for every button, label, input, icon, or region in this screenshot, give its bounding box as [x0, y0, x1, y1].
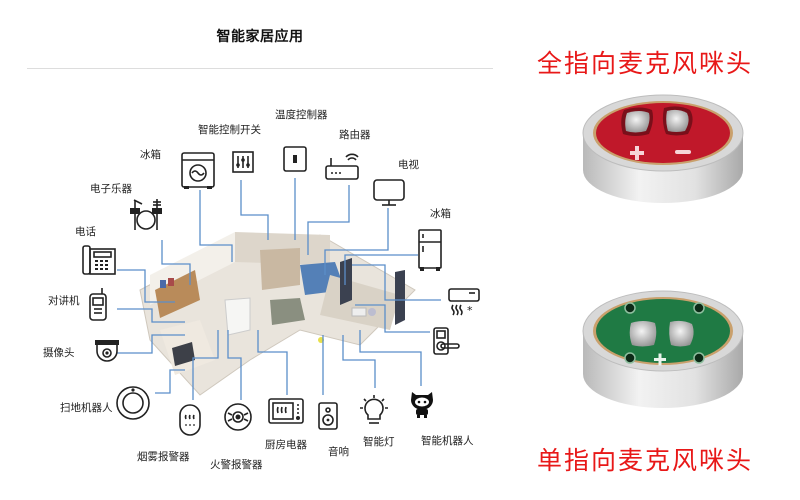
svg-text:*: *	[467, 304, 473, 317]
device-label-smart-switch: 智能控制开关	[198, 124, 261, 136]
walkie-talkie-icon	[89, 288, 107, 321]
page-title: 智能家居应用	[216, 29, 304, 45]
device-label-lamp: 智能灯	[363, 436, 395, 448]
router-icon	[325, 153, 359, 180]
device-label-fridge-top: 冰箱	[140, 149, 161, 161]
device-label-intercom: 对讲机	[48, 295, 80, 307]
omni-mic-capsule-image	[582, 94, 744, 203]
drum-kit-icon	[130, 199, 162, 230]
dome-camera-icon	[95, 340, 119, 362]
air-conditioner-icon: *	[448, 288, 480, 317]
washing-machine-icon	[181, 152, 215, 189]
omni-mic-title: 全指向麦克风咪头	[537, 49, 754, 78]
uni-pcb-board	[596, 299, 730, 363]
speaker-icon	[318, 402, 338, 430]
microwave-icon	[268, 398, 304, 424]
tv-icon	[373, 179, 405, 206]
device-label-camera: 摄像头	[43, 347, 75, 359]
omni-pcb-board	[596, 103, 730, 163]
robot-icon	[411, 392, 433, 418]
device-label-robot: 智能机器人	[421, 435, 474, 447]
smart-lock-icon	[433, 327, 460, 355]
device-label-fire: 火警报警器	[210, 459, 263, 471]
thermostat-icon	[283, 146, 307, 172]
device-label-router: 路由器	[339, 129, 371, 141]
fridge-icon	[418, 229, 442, 271]
device-label-kitchen: 厨房电器	[265, 439, 307, 451]
title-divider	[27, 68, 493, 69]
device-label-instrument: 电子乐器	[90, 183, 132, 195]
connection-diagram	[117, 178, 441, 400]
device-label-thermostat: 温度控制器	[275, 109, 328, 121]
telephone-icon	[82, 245, 116, 275]
control-panel-icon	[232, 151, 254, 173]
device-label-fridge-right: 冰箱	[430, 208, 451, 220]
device-label-vacuum: 扫地机器人	[60, 402, 113, 414]
smoke-detector-icon	[179, 404, 201, 436]
robot-vacuum-icon	[116, 386, 150, 420]
uni-mic-capsule-image	[582, 290, 744, 408]
device-label-tv: 电视	[398, 159, 419, 171]
uni-mic-title: 单指向麦克风咪头	[537, 446, 754, 475]
device-label-smoke: 烟雾报警器	[137, 451, 190, 463]
device-label-speaker: 音响	[328, 446, 349, 458]
fire-alarm-icon	[224, 403, 252, 431]
light-bulb-icon	[360, 395, 388, 424]
house-floorplan-illustration	[139, 232, 416, 396]
device-label-phone: 电话	[75, 226, 96, 238]
